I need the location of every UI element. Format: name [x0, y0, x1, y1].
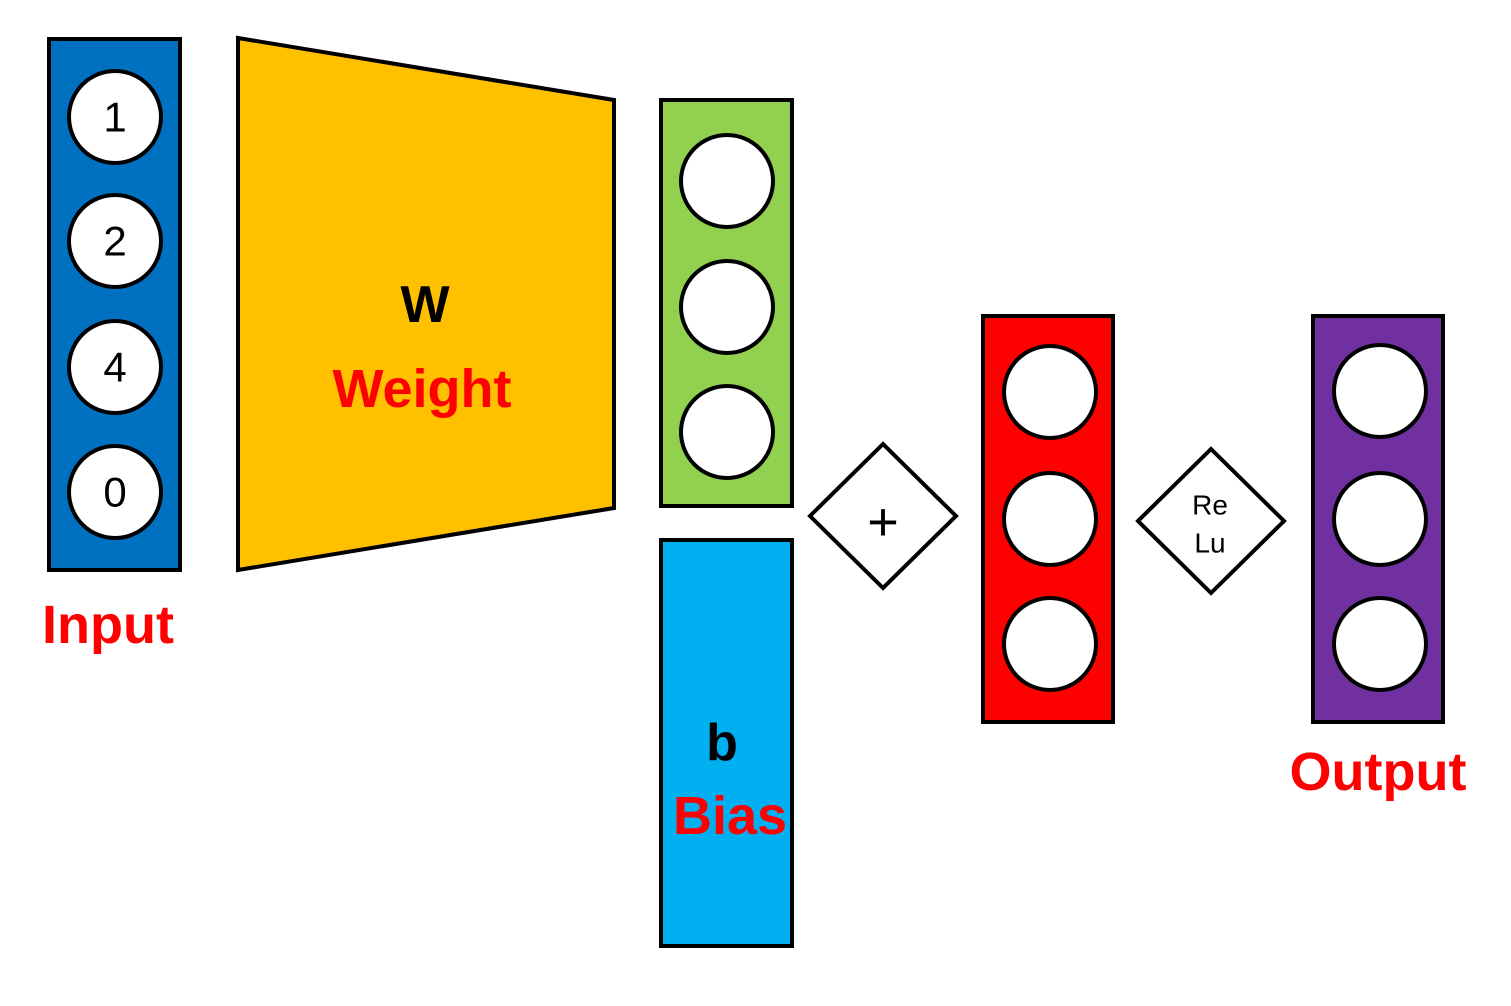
weight-symbol: W	[400, 276, 450, 334]
weight-block: W Weight	[236, 35, 616, 573]
bias-block: b Bias	[659, 538, 794, 948]
output-label: Output	[1290, 742, 1467, 802]
input-node-3: 4	[67, 319, 163, 415]
bias-label: Bias	[673, 786, 787, 846]
input-node-2-value: 2	[103, 218, 126, 265]
output-node-3	[1332, 596, 1428, 692]
sum-node-2	[1002, 471, 1098, 567]
weight-label: Weight	[333, 359, 512, 419]
wx-node-1	[679, 133, 775, 229]
input-node-3-value: 4	[103, 344, 126, 391]
add-diamond	[807, 441, 959, 591]
output-node-1	[1332, 343, 1428, 439]
wx-node-2	[679, 259, 775, 355]
bias-symbol: b	[706, 714, 738, 772]
input-node-4-value: 0	[103, 469, 126, 516]
relu-label-line2: Lu	[1194, 528, 1225, 559]
input-vector: 1 2 4 0 Input	[42, 37, 182, 655]
output-node-2	[1332, 471, 1428, 567]
add-operator: +	[807, 441, 959, 591]
input-node-1: 1	[67, 69, 163, 165]
sum-node-1	[1002, 344, 1098, 440]
output-vector: Output	[1290, 314, 1467, 802]
relu-label-line1: Re	[1192, 490, 1228, 521]
sum-vector	[981, 314, 1115, 724]
plus-icon: +	[867, 492, 899, 552]
bias-column	[659, 538, 794, 948]
relu-diamond	[1135, 446, 1287, 596]
relu-operator: Re Lu	[1135, 446, 1287, 596]
weight-trapezoid	[236, 35, 616, 573]
sum-node-3	[1002, 596, 1098, 692]
input-label: Input	[42, 595, 174, 655]
input-node-2: 2	[67, 193, 163, 289]
wx-vector	[659, 98, 794, 508]
input-node-1-value: 1	[103, 94, 126, 141]
input-node-4: 0	[67, 444, 163, 540]
wx-node-3	[679, 384, 775, 480]
